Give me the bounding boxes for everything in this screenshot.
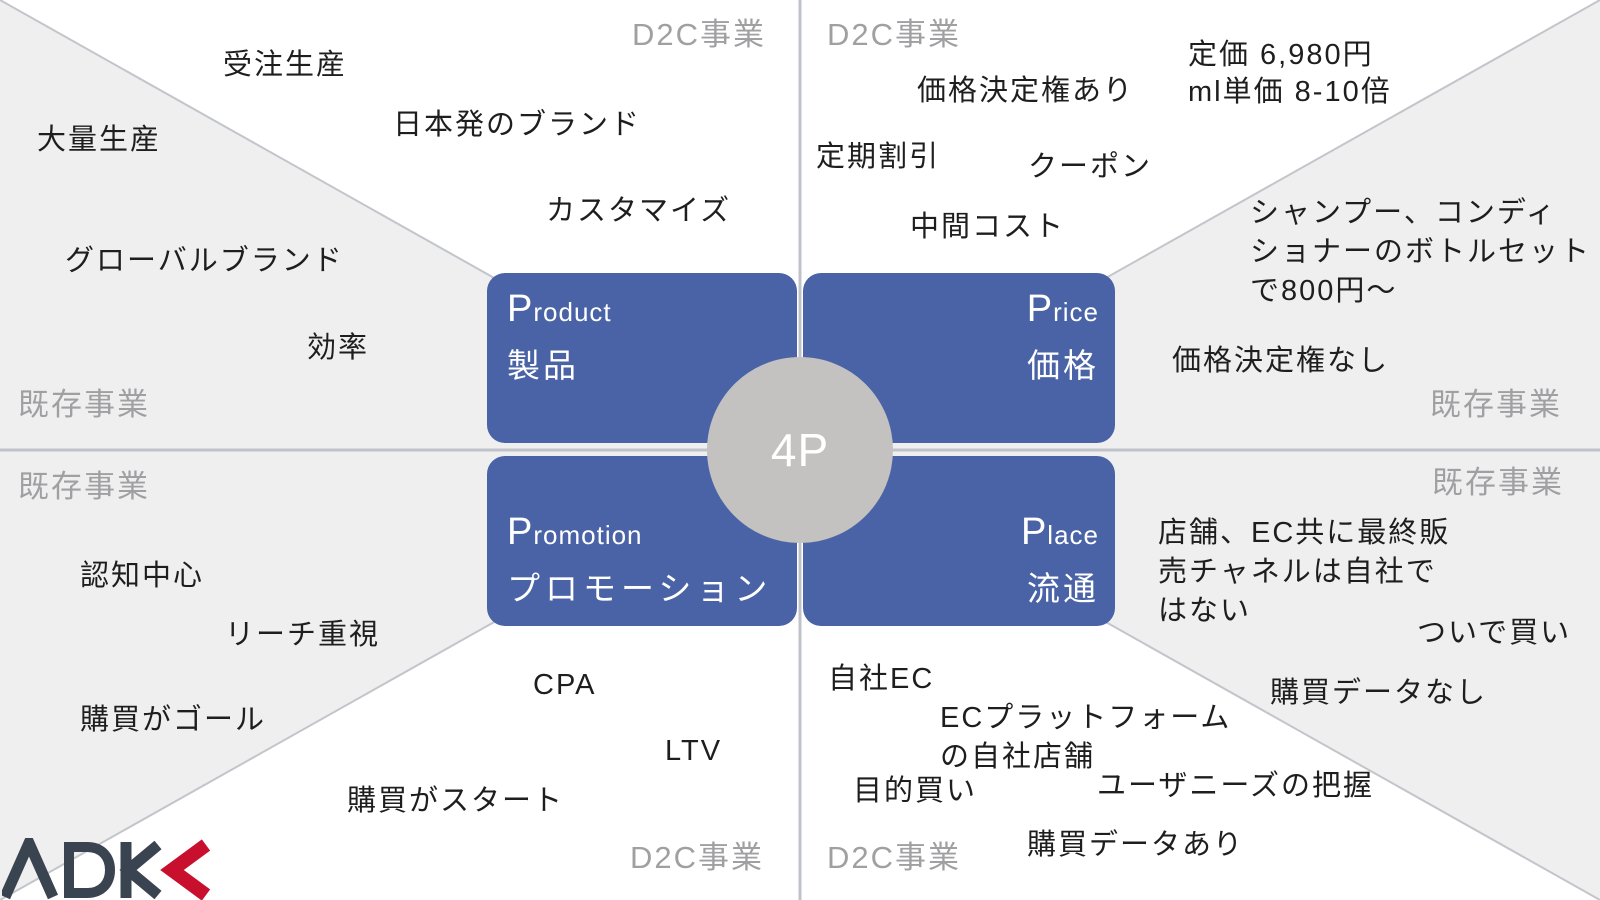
quadrant-label-existing-left-upper: 既存事業	[18, 387, 150, 422]
annotation-ltv: LTV	[665, 735, 723, 767]
center-4p-label: 4P	[770, 424, 830, 476]
annotation-awareness-centered: 認知中心	[80, 560, 205, 592]
product-box-jp-label: 製品	[507, 346, 579, 384]
annotation-impulse-buy: ついで買い	[1417, 617, 1572, 649]
quadrant-label-existing-left-lower: 既存事業	[18, 469, 150, 504]
annotation-purchase-is-start: 購買がスタート	[347, 785, 565, 817]
place-box-en-label: Place	[1020, 511, 1099, 554]
promotion-box: Promotion プロモーション	[487, 456, 797, 626]
price-box-jp-label: 価格	[1027, 346, 1099, 384]
annotation-middleman-cost: 中間コスト	[910, 211, 1066, 243]
place-box-jp-label: 流通	[1027, 570, 1099, 607]
quadrant-label-existing-right-upper: 既存事業	[1430, 387, 1562, 422]
product-box-en-label: Product	[507, 288, 612, 330]
annotation-no-purchase-data: 購買データなし	[1270, 677, 1488, 709]
quadrant-label-d2c-bottom-left: D2C事業	[630, 840, 765, 875]
center-4p-circle: 4P	[707, 357, 893, 543]
promotion-box-en-label: Promotion	[507, 511, 643, 554]
annotation-ec-platform-own-store: ECプラットフォーム の自社店舗	[940, 702, 1232, 774]
quadrant-label-d2c-top-left: D2C事業	[632, 17, 767, 52]
annotation-list-price: 定価 6,980円	[1188, 39, 1374, 71]
annotation-reach-focused: リーチ重視	[225, 619, 381, 651]
annotation-user-needs-grasp: ユーザニーズの把握	[1097, 770, 1374, 802]
annotation-order-production: 受注生産	[223, 49, 348, 81]
annotation-pricing-power-no: 価格決定権なし	[1172, 345, 1390, 377]
annotation-efficiency: 効率	[307, 332, 370, 364]
quadrant-label-existing-right-lower: 既存事業	[1432, 465, 1564, 500]
annotation-final-channel-not-own: 店舗、EC共に最終販 売チャネルは自社で はない	[1158, 517, 1451, 628]
annotation-cpa: CPA	[533, 669, 597, 701]
annotation-global-brand: グローバルブランド	[65, 245, 344, 277]
promotion-box-jp-label: プロモーション	[507, 570, 773, 607]
annotation-purpose-buy: 目的買い	[853, 775, 978, 807]
annotation-purchase-data-available: 購買データあり	[1027, 829, 1245, 861]
place-box: Place 流通	[803, 456, 1115, 626]
adk-logo	[2, 838, 211, 900]
annotation-shampoo-bottle-set: シャンプー、コンディ ショナーのボトルセット で800円〜	[1250, 197, 1592, 308]
annotation-mass-production: 大量生産	[37, 124, 162, 156]
annotation-customize: カスタマイズ	[546, 195, 732, 227]
annotation-purchase-is-goal: 購買がゴール	[80, 704, 267, 736]
annotation-subscription-discount: 定期割引	[816, 141, 941, 173]
price-box-en-label: Price	[1026, 288, 1099, 330]
quadrant-label-d2c-bottom-right: D2C事業	[827, 840, 962, 875]
annotation-ml-unit-price: ml単価 8-10倍	[1188, 76, 1392, 108]
quadrant-label-d2c-top-right: D2C事業	[827, 17, 962, 52]
annotation-coupon: クーポン	[1028, 151, 1153, 183]
annotation-japan-brand: 日本発のブランド	[393, 109, 642, 141]
annotation-pricing-power-yes: 価格決定権あり	[917, 75, 1135, 107]
annotation-own-ec: 自社EC	[828, 663, 935, 695]
